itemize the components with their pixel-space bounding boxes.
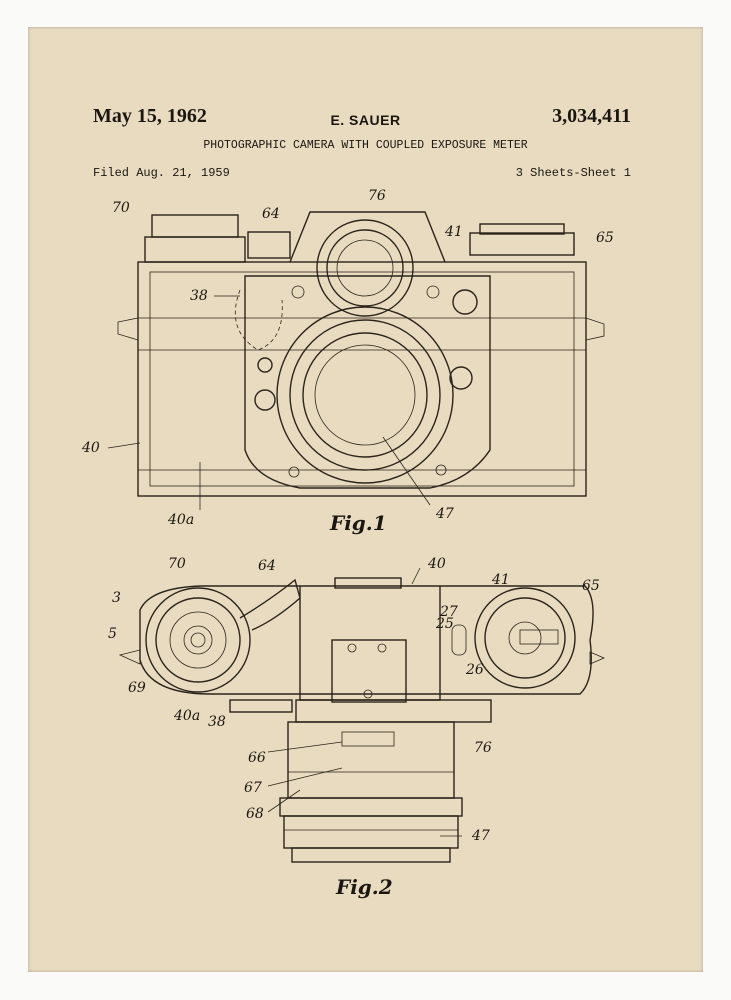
label-26: 26 — [465, 662, 484, 678]
label-67: 67 — [244, 780, 262, 796]
label-69: 69 — [128, 680, 146, 696]
patent-date: May 15, 1962 — [93, 105, 207, 127]
label-40: 40 — [81, 440, 100, 456]
filed-date: Filed Aug. 21, 1959 — [93, 166, 230, 180]
label-3: 3 — [112, 590, 121, 606]
figure-2-camera-top — [118, 567, 606, 863]
label-76: 76 — [368, 188, 386, 204]
label-64: 64 — [258, 558, 276, 574]
label-70: 70 — [168, 556, 186, 572]
label-64: 64 — [262, 206, 280, 222]
label-41: 41 — [444, 224, 463, 240]
label-40a: 40a — [173, 708, 200, 724]
label-41: 41 — [491, 572, 510, 588]
label-47: 47 — [435, 506, 454, 522]
figure-2-caption: Fig.2 — [335, 875, 393, 899]
patent-number: 3,034,411 — [552, 105, 631, 127]
label-47: 47 — [471, 828, 490, 844]
label-70: 70 — [112, 200, 130, 216]
camera-drawings: 70 64 76 41 65 38 40 40a 47 Fig.1 — [81, 188, 614, 899]
label-40: 40 — [427, 556, 446, 572]
label-5: 5 — [108, 626, 117, 642]
label-27: 27 — [439, 604, 458, 620]
patent-sheet: May 15, 1962 E. SAUER 3,034,411 PHOTOGRA… — [28, 27, 703, 972]
label-68: 68 — [246, 806, 264, 822]
figure-1-camera-front — [107, 211, 605, 510]
label-40a: 40a — [167, 512, 194, 528]
label-76: 76 — [474, 740, 492, 756]
label-38: 38 — [190, 288, 208, 304]
patent-title: PHOTOGRAPHIC CAMERA WITH COUPLED EXPOSUR… — [203, 139, 528, 152]
label-65: 65 — [582, 578, 600, 594]
label-38: 38 — [208, 714, 226, 730]
figure-1-caption: Fig.1 — [329, 511, 387, 535]
label-66: 66 — [248, 750, 266, 766]
label-65: 65 — [596, 230, 614, 246]
inventor-name: E. SAUER — [330, 112, 401, 128]
label-25: 25 — [435, 616, 454, 632]
sheet-count: 3 Sheets-Sheet 1 — [515, 166, 631, 180]
